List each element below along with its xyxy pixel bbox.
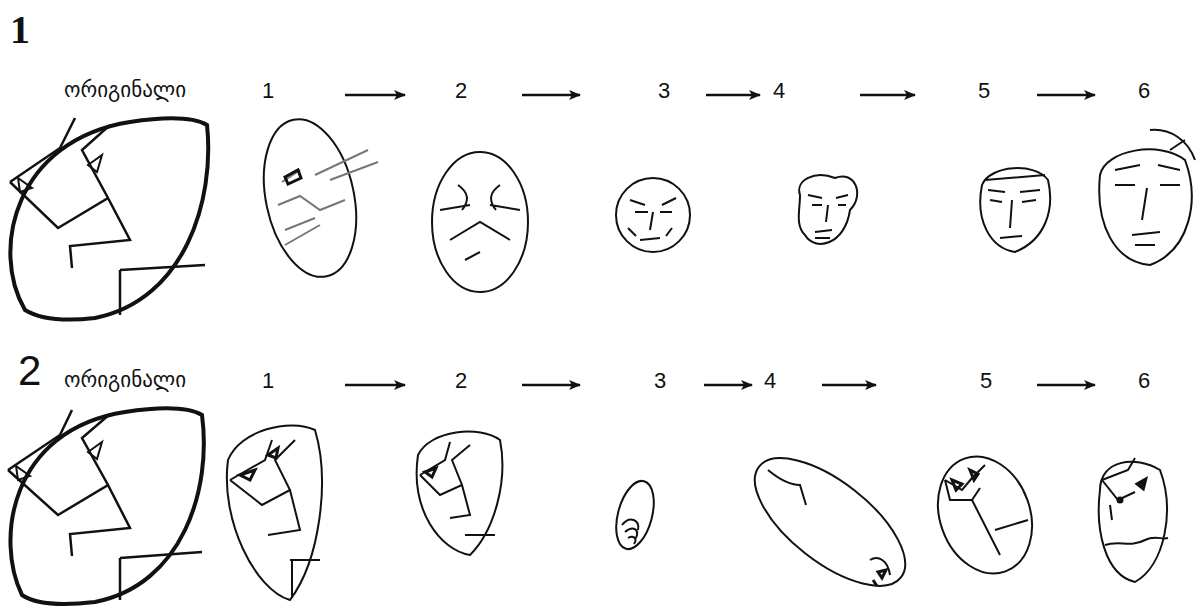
step-number: 6 [1138,80,1150,102]
step-number: 6 [1138,370,1150,392]
original-figure [8,408,204,604]
original-figure [10,118,208,320]
step-number: 1 [262,80,274,102]
figure-number: 1 [10,10,30,50]
step-number: 5 [980,370,992,392]
step-number: 1 [262,370,274,392]
step-number: 2 [455,370,467,392]
step-number: 3 [658,80,670,102]
face-sketches [250,111,1195,292]
step-number: 5 [978,80,990,102]
pattern-sketches [227,425,1168,606]
step-number: 4 [773,80,785,102]
step-number: 3 [654,370,666,392]
step-arrows [345,95,1095,385]
step-number: 2 [455,80,467,102]
row-label: ორიგინალი [64,370,186,391]
figure-number: 2 [18,350,41,392]
step-number: 4 [764,370,776,392]
row-label: ორიგინალი [64,80,186,101]
